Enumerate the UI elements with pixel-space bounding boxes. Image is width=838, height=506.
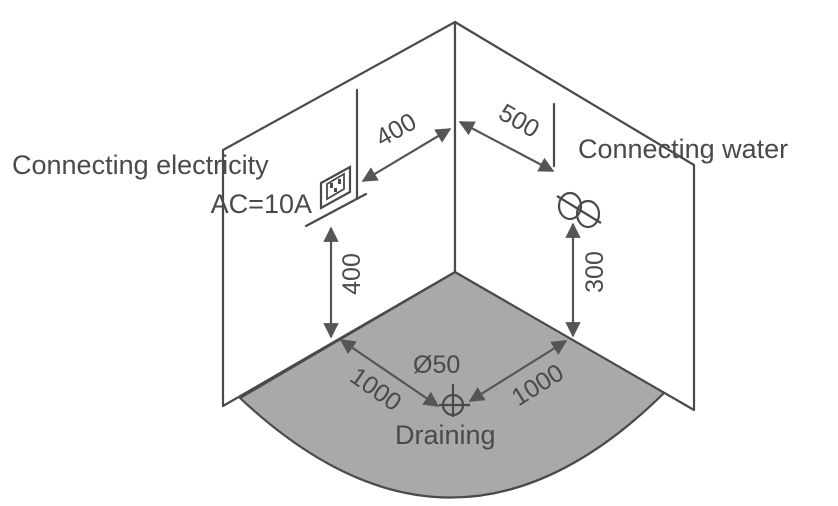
floor-drain-icon	[439, 384, 470, 417]
outlet-baseline	[304, 192, 368, 228]
water-label: Connecting water	[578, 134, 788, 164]
water-to-corner-arrow	[458, 121, 555, 172]
outlet-height-dimension: 400	[338, 253, 366, 295]
water-valve-icon	[556, 191, 602, 229]
water-height-dimension: 300	[581, 251, 609, 293]
electricity-label: Connecting electricity	[12, 150, 269, 180]
drain-left-arrow	[339, 339, 440, 407]
draining-label: Draining	[395, 420, 496, 450]
outlet-to-corner-arrow	[361, 128, 452, 182]
power-socket-icon	[319, 165, 352, 210]
right-wall	[453, 20, 696, 412]
drain-right-arrow	[468, 340, 568, 402]
current-label: AC=10A	[211, 189, 312, 219]
drain-diameter-label: Ø50	[413, 351, 460, 379]
